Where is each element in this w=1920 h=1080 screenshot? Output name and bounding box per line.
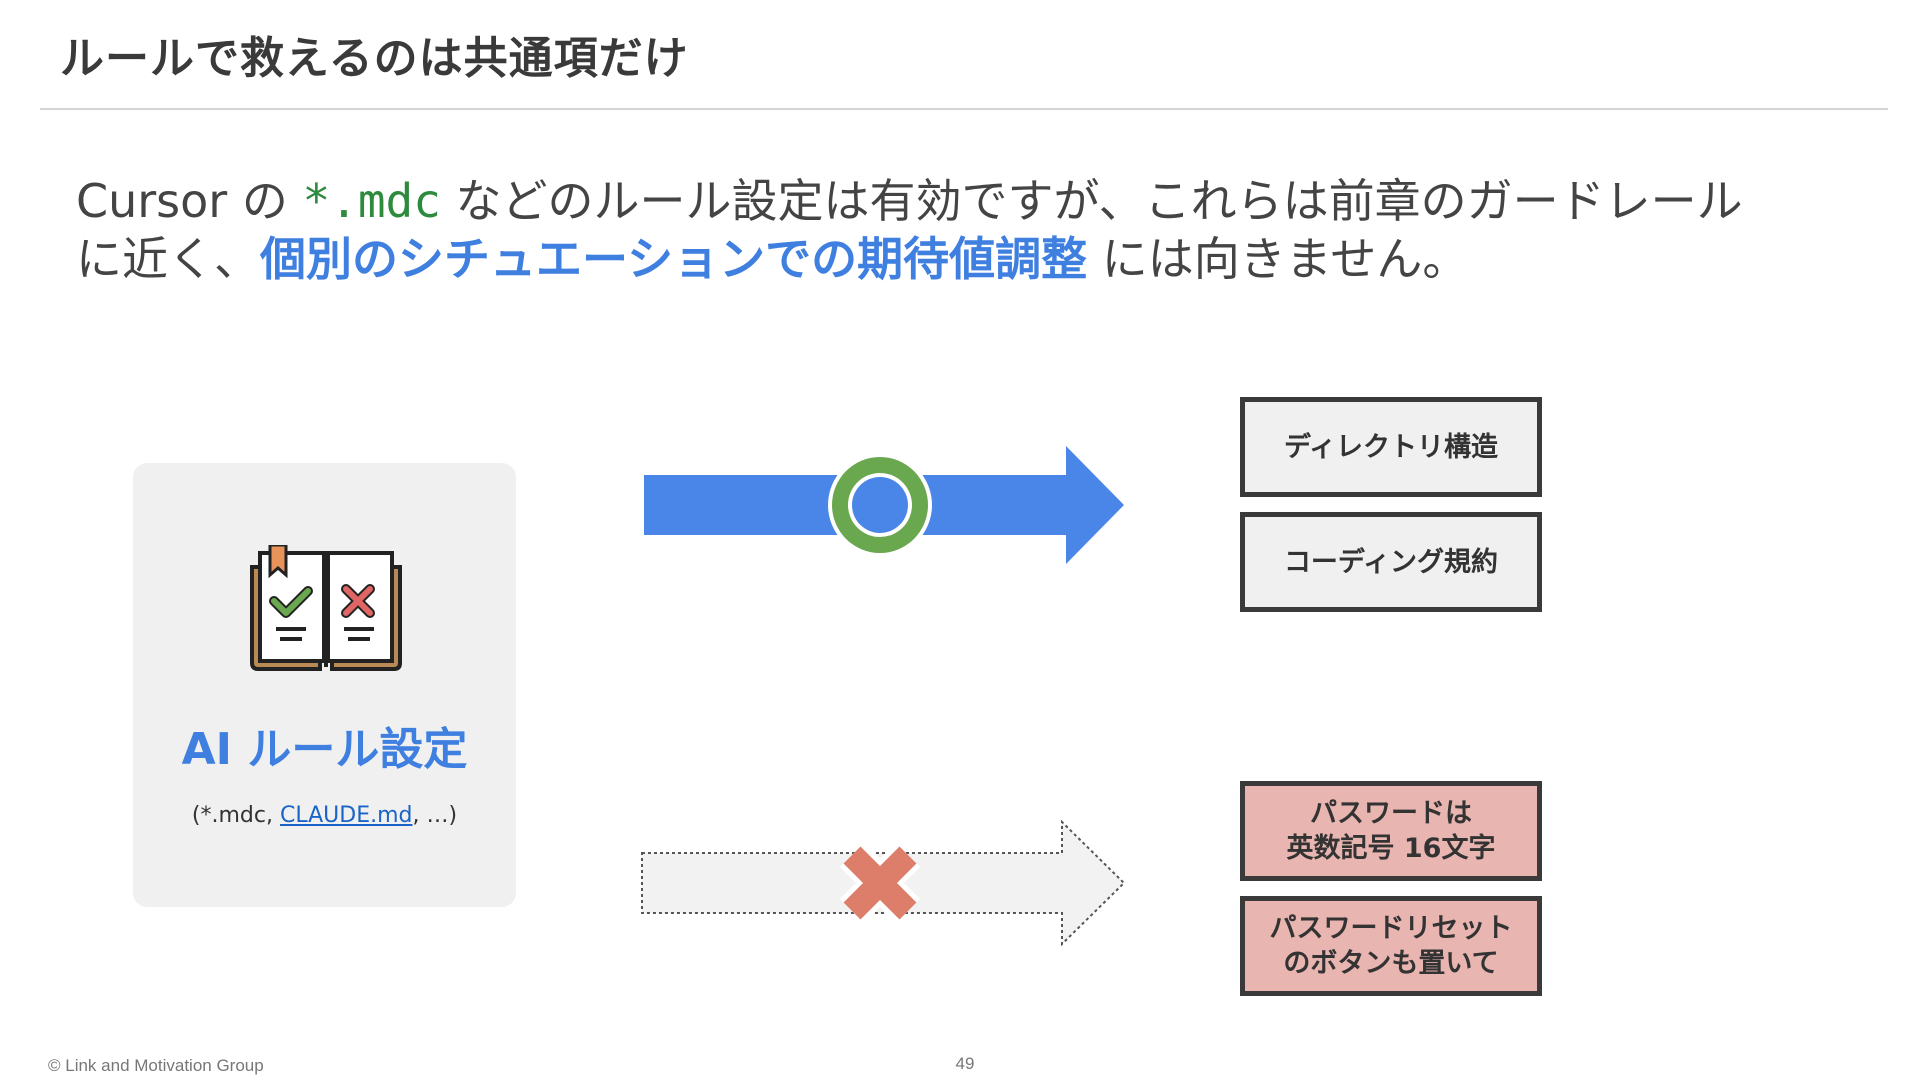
bad-item-line: パスワードリセット (1269, 913, 1513, 944)
circle-ok-icon (828, 453, 932, 557)
bad-item-reset: パスワードリセット のボタンも置いて (1240, 896, 1542, 996)
lead-text-3: に近く、 (76, 232, 260, 286)
ai-rule-card: AI ルール設定 (*.mdc, CLAUDE.md, …) (133, 463, 516, 907)
lead-line-2: に近く、個別のシチュエーションでの期待値調整 には向きません。 (76, 230, 1856, 288)
good-item-label: コーディング規約 (1283, 546, 1499, 578)
bad-flow-arrow (641, 820, 1126, 947)
lead-paragraph: Cursor の *.mdc などのルール設定は有効ですが、これらは前章のガード… (76, 172, 1856, 288)
lead-text-2: などのルール設定は有効ですが、これらは前章のガードレール (440, 174, 1743, 228)
lead-code: *.mdc (302, 174, 441, 228)
claude-md-link[interactable]: CLAUDE.md (279, 803, 413, 828)
page-number: 49 (955, 1054, 975, 1073)
good-item-coding: コーディング規約 (1240, 512, 1542, 612)
card-subtitle: (*.mdc, CLAUDE.md, …) (133, 803, 516, 828)
card-title: AI ルール設定 (181, 724, 468, 775)
card-sub-suffix: , …) (412, 803, 458, 828)
bad-item-password: パスワードは 英数記号 16文字 (1240, 781, 1542, 881)
bad-item-line: のボタンも置いて (1283, 948, 1499, 979)
rulebook-icon (250, 545, 402, 671)
bad-item-line: 英数記号 16文字 (1286, 833, 1496, 864)
good-item-directory: ディレクトリ構造 (1240, 397, 1542, 497)
lead-line-1: Cursor の *.mdc などのルール設定は有効ですが、これらは前章のガード… (76, 172, 1856, 230)
slide-title: ルールで救えるのは共通項だけ (60, 33, 689, 84)
good-flow-arrow (644, 446, 1124, 564)
lead-text-4: には向きません。 (1087, 232, 1469, 286)
footer-copyright: © Link and Motivation Group (48, 1056, 264, 1075)
cross-ng-icon (846, 851, 914, 919)
lead-text-1: Cursor の (76, 174, 303, 228)
bad-item-line: パスワードは (1309, 798, 1472, 829)
title-divider (40, 108, 1888, 110)
lead-highlight: 個別のシチュエーションでの期待値調整 (260, 232, 1088, 286)
card-sub-prefix: (*.mdc, (191, 803, 280, 828)
good-item-label: ディレクトリ構造 (1283, 431, 1499, 463)
